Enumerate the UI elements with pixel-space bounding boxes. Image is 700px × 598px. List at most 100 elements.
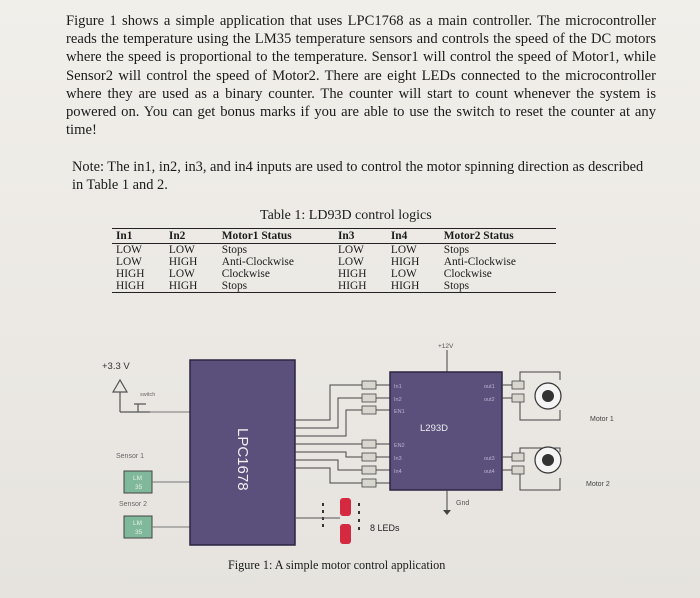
table-cell: Stops <box>439 280 556 293</box>
table-row: LOW LOW Stops LOW LOW Stops <box>112 244 556 257</box>
bus-dot <box>322 524 324 527</box>
pin-en2: EN2 <box>394 443 405 449</box>
table-row: HIGH LOW Clockwise HIGH LOW Clockwise <box>112 268 556 280</box>
sensor1-35-text: 35 <box>135 484 143 491</box>
resistor <box>361 380 377 390</box>
table-row: LOW HIGH Anti-Clockwise LOW HIGH Anti-Cl… <box>112 256 556 268</box>
switch-label: switch <box>140 392 155 398</box>
table-cell: LOW <box>116 256 142 268</box>
table-cell: HIGH <box>168 256 198 268</box>
leds-label: 8 LEDs <box>370 523 400 533</box>
table-cell: Anti-Clockwise <box>221 256 294 268</box>
pin-out3: out3 <box>484 456 495 462</box>
resistor <box>511 452 525 462</box>
switch-icon <box>120 403 150 413</box>
table-cell: LOW <box>390 268 417 280</box>
header-in3: In3 <box>333 228 387 244</box>
supply-3v3-label: +3.3 V <box>102 361 130 372</box>
pin-en1: EN1 <box>394 409 405 415</box>
sensor1-label: Sensor 1 <box>116 453 144 460</box>
resistor <box>361 393 377 403</box>
table-cell: HIGH <box>112 280 165 293</box>
table-cell: Stops <box>221 244 248 256</box>
motor2-hub <box>542 454 554 466</box>
supply-12v-label: +12V <box>438 343 454 350</box>
table-cell: Clockwise <box>443 268 492 280</box>
led-bottom <box>340 524 351 544</box>
driver-label: L293D <box>420 423 448 434</box>
supply-arrow-icon <box>111 378 129 393</box>
header-motor2-status: Motor2 Status <box>439 228 556 244</box>
sensor1-lm-text: LM <box>133 475 142 482</box>
sensor2-35-text: 35 <box>135 529 143 536</box>
resistor <box>511 465 525 475</box>
resistor <box>361 478 377 488</box>
table-cell: HIGH <box>386 280 440 293</box>
table-cell: Clockwise <box>221 268 270 280</box>
pin-out2: out2 <box>484 397 495 403</box>
table-cell: HIGH <box>333 280 387 293</box>
resistor <box>361 439 377 449</box>
note-paragraph: Note: The in1, in2, in3, and in4 inputs … <box>72 159 644 193</box>
table-cell: LOW <box>337 256 364 268</box>
control-logic-table: In1 In2 Motor1 Status In3 In4 Motor2 Sta… <box>112 228 556 293</box>
table-cell: Anti-Clockwise <box>443 256 516 268</box>
led-dot <box>358 511 360 514</box>
motor1-hub <box>542 390 554 402</box>
table-cell: HIGH <box>390 256 420 268</box>
bus-dot <box>322 503 324 506</box>
table-caption: Table 1: LD93D control logics <box>260 208 432 223</box>
mcu-chip <box>189 359 296 546</box>
motor1-label: Motor 1 <box>590 416 614 423</box>
table-cell: Stops <box>443 244 470 256</box>
table-cell: HIGH <box>116 268 145 280</box>
pin-in1: In1 <box>394 384 402 390</box>
table-cell: HIGH <box>164 280 218 293</box>
table-cell: HIGH <box>337 268 367 280</box>
resistor <box>361 465 377 475</box>
pin-out4: out4 <box>484 469 495 475</box>
wire-in1 <box>295 384 390 421</box>
header-in1: In1 <box>112 228 165 244</box>
table-cell: LOW <box>390 244 417 256</box>
header-motor1-status: Motor1 Status <box>217 228 334 244</box>
resistor <box>511 380 525 390</box>
gnd-icon <box>443 510 451 515</box>
gnd-label: Gnd <box>456 500 469 507</box>
resistor-array <box>361 380 377 488</box>
table-cell: LOW <box>337 244 364 256</box>
table-cell: Stops <box>217 280 334 293</box>
pin-in2: In2 <box>394 397 402 403</box>
wire-extra <box>295 467 390 484</box>
output-resistors <box>511 380 525 475</box>
pin-out1: out1 <box>484 384 495 390</box>
sensor2-label: Sensor 2 <box>119 501 147 508</box>
resistor <box>361 405 377 415</box>
driver-chip <box>389 371 503 491</box>
table-cell: LOW <box>168 244 195 256</box>
mcu-label: LPC1678 <box>234 428 251 491</box>
resistor <box>511 393 525 403</box>
figure-caption: Figure 1: A simple motor control applica… <box>228 558 446 572</box>
bus-dot <box>322 510 324 513</box>
led-dot <box>358 527 360 530</box>
sensor2-lm-text: LM <box>133 520 142 527</box>
table-row: HIGH HIGH Stops HIGH HIGH Stops <box>112 280 556 293</box>
table-cell: LOW <box>116 244 142 256</box>
led-top <box>340 498 351 516</box>
resistor <box>361 452 377 462</box>
problem-paragraph: Figure 1 shows a simple application that… <box>66 13 656 139</box>
table-cell: LOW <box>168 268 195 280</box>
header-in2: In2 <box>164 228 218 244</box>
motor2-label: Motor 2 <box>586 481 610 488</box>
pin-in3: In3 <box>394 456 402 462</box>
led-dots <box>358 503 360 530</box>
led-dot <box>358 503 360 506</box>
pin-in4: In4 <box>394 469 402 475</box>
led-dot <box>358 519 360 522</box>
header-in4: In4 <box>386 228 440 244</box>
led-bus-dots <box>322 503 324 527</box>
table-header-row: In1 In2 Motor1 Status In3 In4 Motor2 Sta… <box>112 228 556 244</box>
